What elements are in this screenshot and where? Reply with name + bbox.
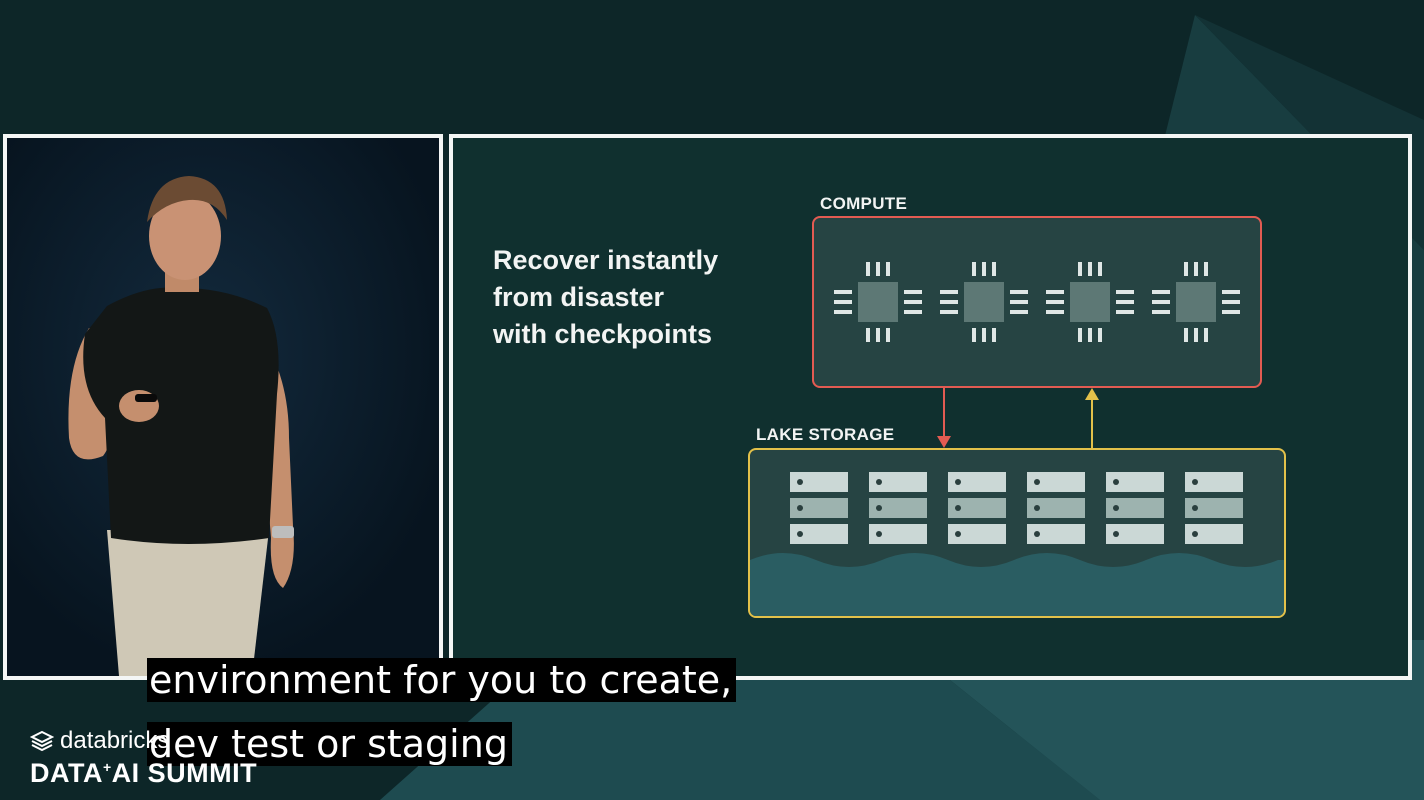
cpu-chip-icon	[1152, 262, 1240, 342]
caption-line-1: environment for you to create,	[147, 658, 737, 702]
summit-word-data: DATA	[30, 758, 103, 788]
databricks-logo: databricks	[30, 727, 169, 755]
storage-server-icon	[1106, 472, 1164, 544]
storage-server-icon	[869, 472, 927, 544]
write-arrow	[937, 388, 951, 448]
summit-wordmark: DATA+AI SUMMIT	[30, 758, 257, 789]
lake-storage-label: LAKE STORAGE	[756, 425, 895, 444]
storage-server-icon	[790, 472, 848, 544]
slide-panel: Recover instantly from disaster with che…	[449, 134, 1412, 680]
storage-server-icon	[1027, 472, 1085, 544]
databricks-layers-icon	[30, 730, 54, 752]
compute-label: COMPUTE	[820, 194, 908, 213]
speaker-video-panel	[3, 134, 443, 680]
summit-plus: +	[102, 759, 112, 775]
speaker-figure	[7, 138, 439, 676]
cpu-chip-icon	[940, 262, 1028, 342]
caption-line-2: dev test or staging	[147, 722, 512, 766]
slide-headline: Recover instantly from disaster with che…	[493, 245, 719, 349]
cpu-chip-icon	[1046, 262, 1134, 342]
storage-server-icon	[948, 472, 1006, 544]
summit-word-ai-summit: AI SUMMIT	[111, 758, 258, 788]
cpu-chip-icon	[834, 262, 922, 342]
lake-water	[750, 553, 1284, 616]
lake-storage-box	[748, 448, 1286, 618]
compute-box	[812, 216, 1262, 388]
read-arrow	[1085, 388, 1099, 448]
storage-server-icon	[1185, 472, 1243, 544]
databricks-wordmark: databricks	[60, 727, 170, 754]
